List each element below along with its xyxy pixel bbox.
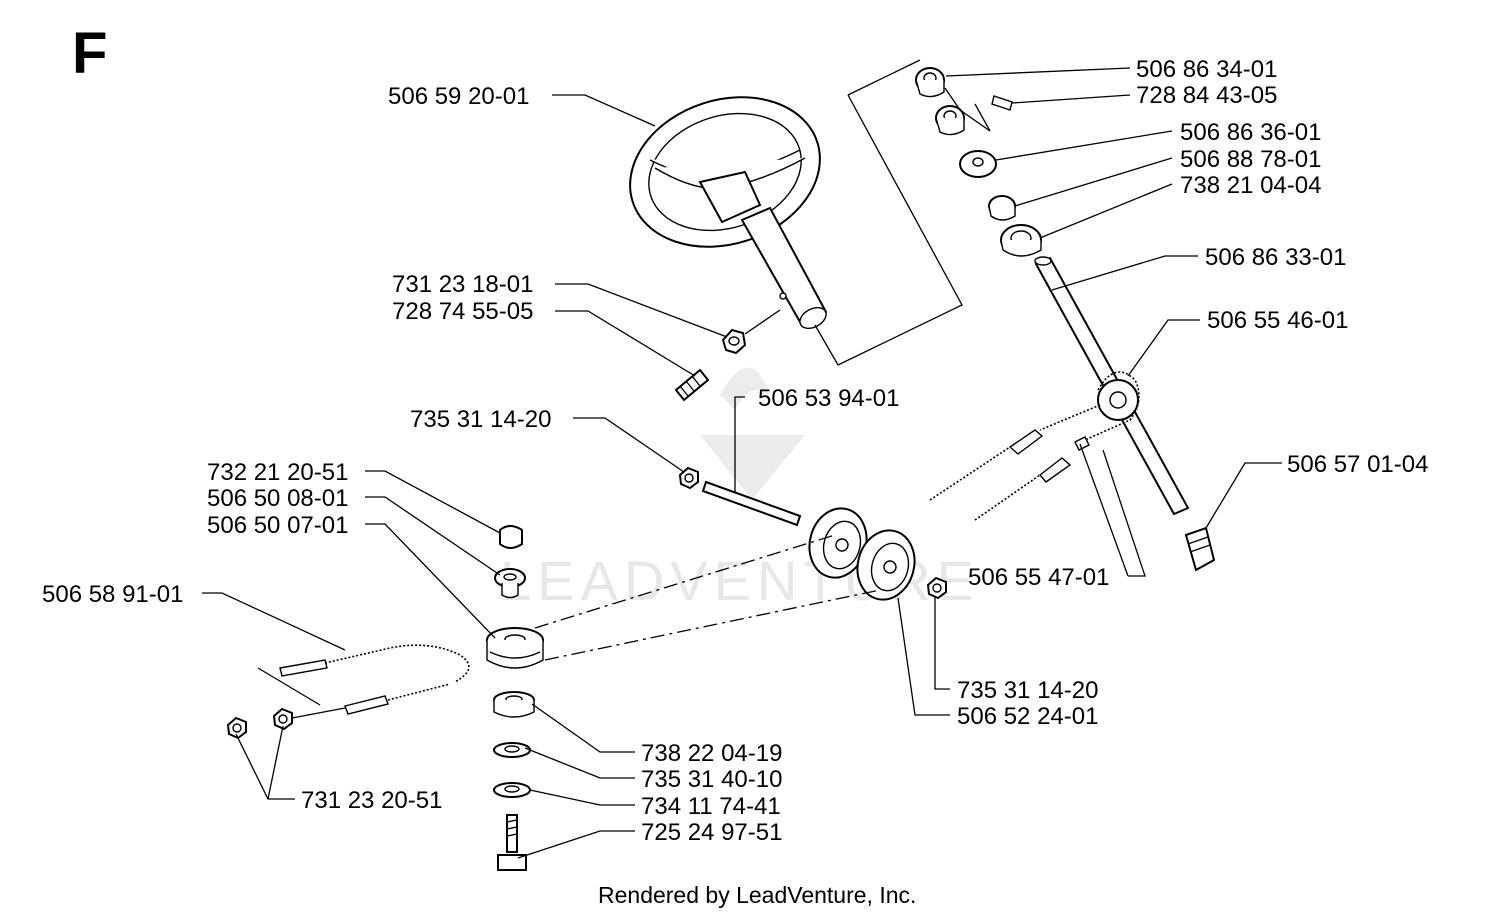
label-725-24-97-51: 725 24 97-51 xyxy=(641,819,782,846)
label-732-21-20-51: 732 21 20-51 xyxy=(207,459,348,486)
label-506-50-08-01: 506 50 08-01 xyxy=(207,485,348,512)
set-screw-728-84-43-05 xyxy=(991,95,1013,111)
bolt-725-24-97-51 xyxy=(497,814,527,871)
screw-728-74-55-05 xyxy=(674,368,710,402)
footer-credit: Rendered by LeadVenture, Inc. xyxy=(598,882,916,908)
bushing-506-50-08-01 xyxy=(494,568,526,599)
pin-506-53-94-01 xyxy=(701,480,802,527)
steering-cables-506-55-47-01 xyxy=(929,429,1090,521)
collar-506-86-34-01 xyxy=(915,67,945,98)
section-letter: F xyxy=(72,21,107,86)
label-506-55-47-01: 506 55 47-01 xyxy=(968,564,1109,591)
steering-wheel xyxy=(629,96,828,330)
sprocket-506-55-46-01 xyxy=(1039,371,1140,441)
washer-734-11-74-41 xyxy=(493,782,531,798)
label-506-52-24-01: 506 52 24-01 xyxy=(957,703,1098,730)
label-506-59-20-01: 506 59 20-01 xyxy=(388,83,529,110)
label-731-23-18-01: 731 23 18-01 xyxy=(392,271,533,298)
bushing-506-88-78-01 xyxy=(988,195,1016,221)
label-506-88-78-01: 506 88 78-01 xyxy=(1180,146,1321,173)
watermark-logo xyxy=(700,367,805,500)
label-506-50-07-01: 506 50 07-01 xyxy=(207,512,348,539)
label-506-53-94-01: 506 53 94-01 xyxy=(758,385,899,412)
nut-735-31-14-20-a xyxy=(678,466,699,490)
clip-735-31-40-10 xyxy=(493,742,531,758)
label-728-84-43-05: 728 84 43-05 xyxy=(1136,82,1277,109)
label-738-22-04-19: 738 22 04-19 xyxy=(641,740,782,767)
collar-506-86-34-01-b xyxy=(935,105,965,136)
nut-732-21-20-51 xyxy=(499,525,523,549)
washer-506-86-36-01 xyxy=(959,150,997,178)
nut-731-23-20-51-b xyxy=(272,707,293,731)
pulley-506-52-24-01 xyxy=(808,507,916,601)
nut-731-23-18-01 xyxy=(721,328,747,355)
label-506-86-34-01: 506 86 34-01 xyxy=(1136,56,1277,83)
label-735-31-14-20-b: 735 31 14-20 xyxy=(957,677,1098,704)
label-506-86-33-01: 506 86 33-01 xyxy=(1205,244,1346,271)
pulley-506-50-07-01 xyxy=(486,627,544,669)
bearing-738-21-04-04 xyxy=(1000,224,1042,257)
nut-735-31-14-20-b xyxy=(926,576,947,600)
bolt-506-57-01-04 xyxy=(1184,526,1216,572)
label-734-11-74-41: 734 11 74-41 xyxy=(641,793,781,820)
nut-731-23-20-51-a xyxy=(226,716,247,740)
label-735-31-40-10: 735 31 40-10 xyxy=(641,766,782,793)
label-506-57-01-04: 506 57 01-04 xyxy=(1287,451,1428,478)
label-735-31-14-20-a: 735 31 14-20 xyxy=(410,406,551,433)
label-506-58-91-01: 506 58 91-01 xyxy=(42,581,183,608)
cable-routing-line xyxy=(534,534,881,661)
label-728-74-55-05: 728 74 55-05 xyxy=(392,298,533,325)
cable-506-58-91-01 xyxy=(279,644,470,715)
bearing-738-22-04-19 xyxy=(493,691,535,718)
label-506-86-36-01: 506 86 36-01 xyxy=(1180,119,1321,146)
label-506-55-46-01: 506 55 46-01 xyxy=(1207,307,1348,334)
leader-lines xyxy=(202,67,1282,859)
label-738-21-04-04: 738 21 04-04 xyxy=(1180,172,1321,199)
assembly-bracket xyxy=(814,59,963,366)
label-731-23-20-51: 731 23 20-51 xyxy=(301,787,442,814)
